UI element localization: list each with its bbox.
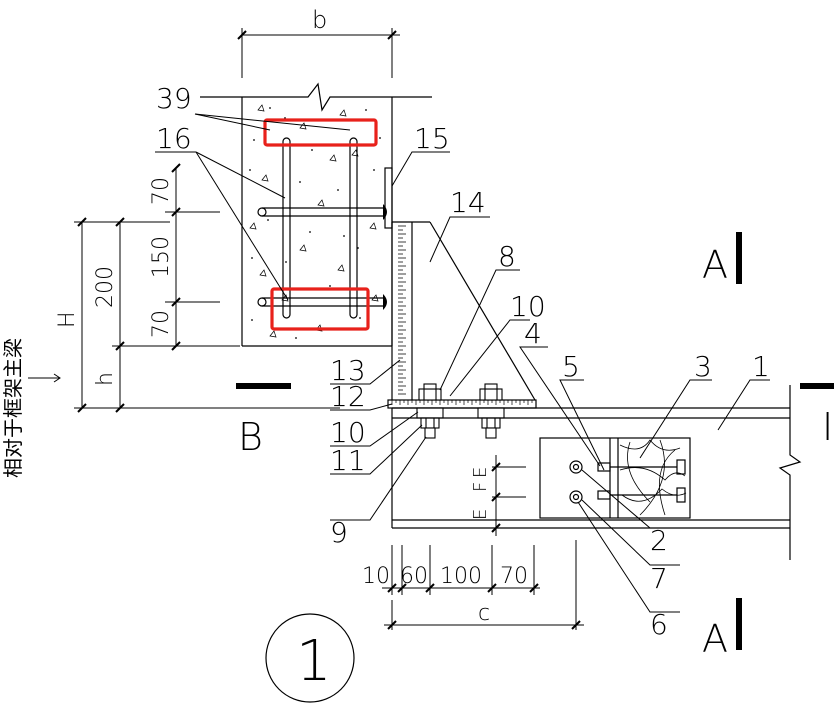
base-plate [387,399,537,409]
highlight-boxes [263,118,378,331]
detail-circle [265,613,355,703]
label-4: 4 [524,317,542,350]
detail-number: 1 [296,629,332,694]
dim-F: F [470,482,491,492]
dim-E-bottom: E [470,509,491,520]
label-6: 6 [650,608,668,641]
bolt-right [477,383,505,439]
dim-150: 150 [149,236,174,278]
label-16: 16 [156,122,192,155]
bolt-left [416,383,444,439]
dim-c: c [478,601,490,626]
side-note: 相对于框架主梁 [1,338,25,478]
section-label-i: I [822,405,833,449]
dim-E-top: E [470,467,491,478]
section-label-a-bottom: A [702,617,728,661]
steel-beam [391,385,802,560]
label-5: 5 [562,350,580,383]
label-10-top: 10 [510,290,546,323]
label-7: 7 [650,562,668,595]
label-1: 1 [752,350,770,383]
dim-h: h [93,372,118,386]
label-9: 9 [330,516,348,549]
dim-60: 60 [400,564,428,589]
leader-lines [28,96,770,613]
dim-70-bottom: 70 [149,310,174,338]
section-label-a-top: A [702,243,728,287]
label-39: 39 [156,82,192,115]
label-3: 3 [694,350,712,383]
stiffener [429,221,536,401]
dim-70-top: 70 [149,177,174,205]
label-15: 15 [414,122,450,155]
section-label-b: B [238,415,263,459]
dim-70-horizontal: 70 [500,564,528,589]
label-13: 13 [330,354,366,387]
dim-100: 100 [440,564,482,589]
label-14: 14 [450,186,486,219]
label-b: b [312,6,327,34]
connection-box [539,437,691,519]
label-8: 8 [498,240,516,273]
anchor-bars [257,137,384,319]
label-11: 11 [330,444,366,477]
label-10-bottom: 10 [330,416,366,449]
label-12: 12 [330,380,366,413]
base-plate-ticks [391,400,533,405]
concrete-hatch [249,104,379,338]
text-labels: b 39 16 15 14 8 10 4 5 3 1 13 12 10 11 9… [1,6,833,694]
concrete-dots [249,107,381,339]
section-markers [236,232,834,650]
dim-10: 10 [362,564,390,589]
dim-200: 200 [93,266,118,308]
embedded-plate [384,167,430,400]
dim-H: H [55,311,80,328]
dimension-ticks [77,30,581,630]
vertical-plate-ticks [398,225,406,395]
label-2: 2 [650,524,668,557]
